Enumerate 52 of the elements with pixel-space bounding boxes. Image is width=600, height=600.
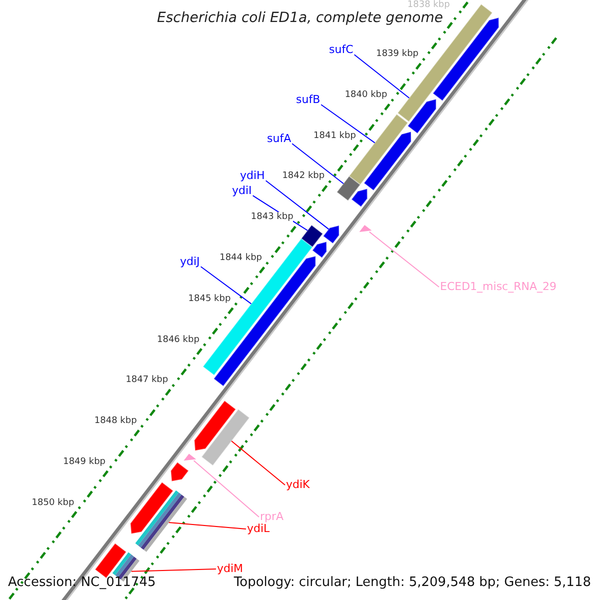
gene-label: rprA: [260, 511, 284, 524]
gene-label: ydiL: [247, 523, 270, 536]
gene-feature: [135, 490, 188, 552]
scale-label: 1841 kbp: [314, 130, 356, 142]
gene-feature: [363, 131, 412, 192]
gene-label: ydiM: [217, 563, 244, 576]
gene-label: ECED1_misc_RNA_29: [440, 281, 556, 294]
leader-line: [292, 143, 344, 184]
gene-label: sufA: [267, 133, 292, 146]
scale-label: 1849 kbp: [63, 456, 106, 468]
leader-line: [168, 522, 246, 530]
leader-line: [320, 104, 376, 144]
gene-feature: [322, 224, 340, 244]
genome-info-text: Topology: circular; Length: 5,209,548 bp; Genes: 5,118: [234, 576, 591, 591]
gene-feature: [130, 482, 174, 534]
leader-line: [231, 440, 286, 486]
leader-line: [354, 54, 410, 98]
gene-feature: [312, 241, 328, 258]
gene-label: sufC: [329, 44, 354, 57]
scale-label: 1840 kbp: [344, 90, 388, 100]
diagram-title: Escherichia coli ED1a, complete genome: [156, 10, 444, 26]
rna-marker: [184, 454, 196, 461]
scale-label: 1838 kbp: [407, 0, 450, 10]
leader-line: [193, 460, 260, 518]
leader-line: [265, 180, 330, 230]
leader-line: [368, 231, 440, 288]
scale-label: 1850 kbp: [32, 498, 74, 508]
gene-feature: [350, 188, 368, 208]
accession-text: Accession: NC_011745: [8, 576, 156, 591]
gene-feature: [194, 400, 236, 452]
leader-line: [200, 266, 252, 304]
scale-label: 1839 kbp: [376, 49, 419, 60]
gene-feature: [336, 176, 361, 202]
scale-label: 1843 kbp: [250, 212, 294, 223]
gene-label: ydiH: [240, 170, 265, 183]
gene-feature: [170, 462, 190, 482]
scale-label: 1847 kbp: [126, 375, 168, 386]
scale-label: 1842 kbp: [282, 171, 325, 182]
gene-label: ydiJ: [180, 256, 200, 269]
rna-marker: [359, 225, 372, 232]
scale-label: 1844 kbp: [220, 253, 262, 264]
gene-label: ydiI: [232, 185, 252, 198]
scale-label: 1845 kbp: [188, 294, 231, 304]
gene-label: sufB: [296, 94, 320, 107]
leader-line: [130, 568, 216, 572]
scale-label: 1846 kbp: [157, 334, 200, 345]
gene-feature: [213, 255, 316, 387]
gene-feature: [407, 98, 437, 134]
scale-label: 1848 kbp: [94, 416, 137, 426]
gene-feature: [200, 408, 250, 466]
gene-label: ydiK: [286, 479, 310, 492]
gene-feature: [300, 224, 324, 248]
